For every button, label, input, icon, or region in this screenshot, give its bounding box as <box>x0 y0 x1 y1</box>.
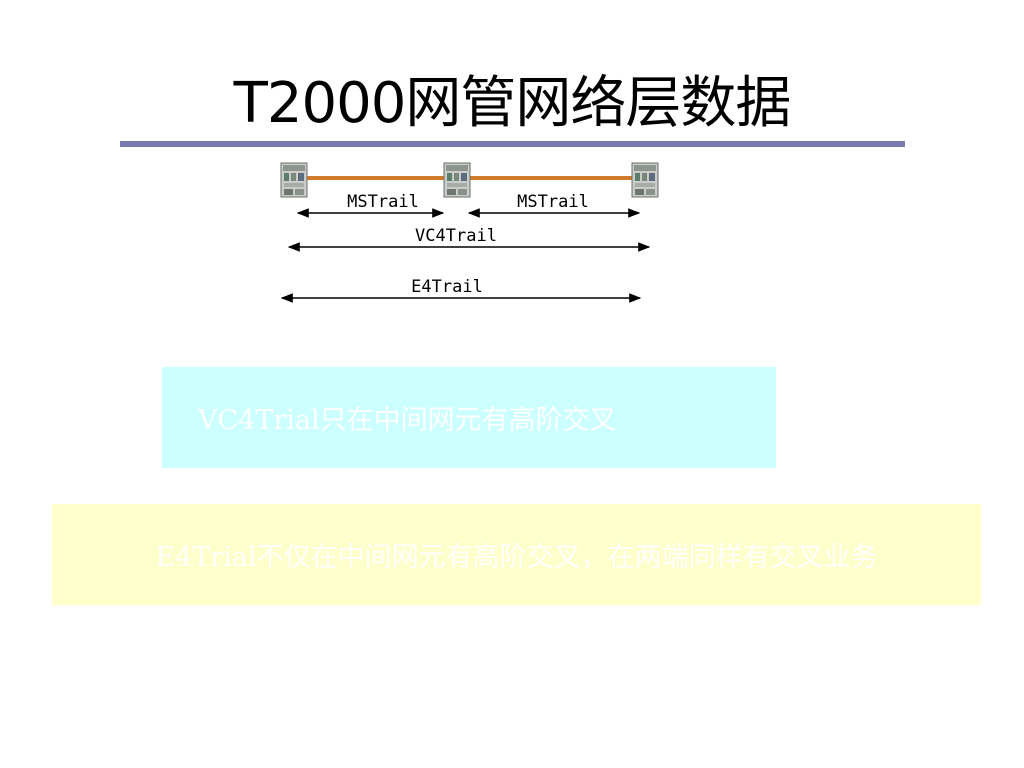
vc4-note-box: VC4Trial只在中间网元有高阶交叉 <box>162 367 776 468</box>
e4-note-box: E4Trial不仅在中间网元有高阶交叉，在两端同样有交叉业务 <box>52 504 981 605</box>
vc4-trail-label: VC4Trail <box>415 226 497 246</box>
ms-trail-2-label: MSTrail <box>517 192 589 212</box>
network-element-icon <box>631 162 659 198</box>
network-element-icon <box>443 162 471 198</box>
vc4-note-text: VC4Trial只在中间网元有高阶交叉 <box>198 405 617 436</box>
e4-trail-label: E4Trail <box>411 277 483 297</box>
network-element-icon <box>280 162 308 198</box>
trail-diagram: MSTrail MSTrail VC4Trail E4Trail <box>280 162 659 303</box>
page-title: T2000网管网络层数据 <box>233 71 792 136</box>
e4-note-text: E4Trial不仅在中间网元有高阶交叉，在两端同样有交叉业务 <box>155 542 878 573</box>
title-divider <box>120 141 905 147</box>
ms-trail-1-label: MSTrail <box>347 192 419 212</box>
